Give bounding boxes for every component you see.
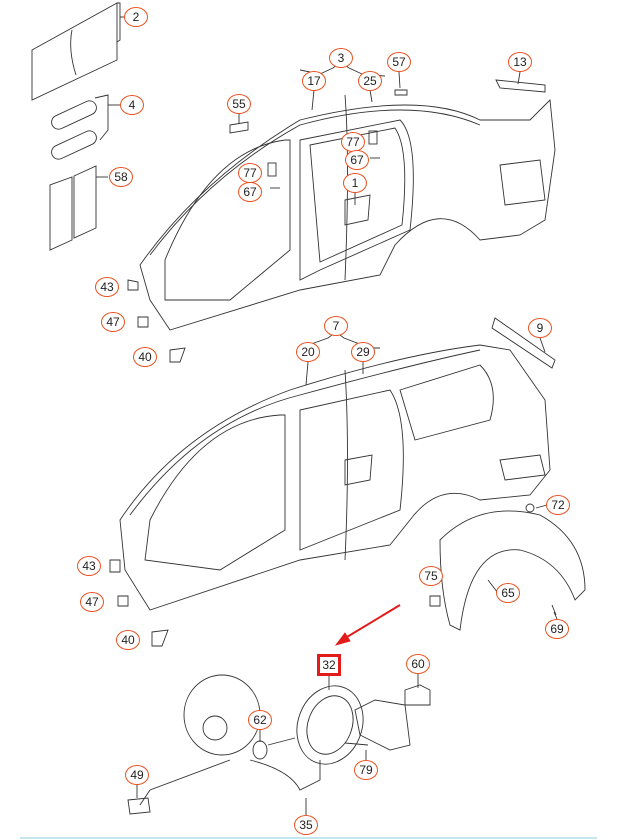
callout-17[interactable]: 17 [302, 71, 326, 91]
callout-32-highlighted[interactable]: 32 [317, 654, 341, 676]
callout-57[interactable]: 57 [387, 52, 411, 72]
highlight-arrow [334, 604, 401, 646]
bottom-divider [20, 837, 597, 839]
sealant-tubes-drawing [51, 94, 120, 160]
wheel-liner-drawing [429, 503, 586, 631]
callout-67[interactable]: 67 [238, 182, 262, 202]
callout-58[interactable]: 58 [109, 167, 133, 187]
callout-4[interactable]: 4 [120, 95, 144, 115]
callout-9[interactable]: 9 [528, 318, 552, 338]
callout-2[interactable]: 2 [124, 7, 148, 27]
fuel-filler-drawing [127, 674, 431, 815]
callout-55[interactable]: 55 [227, 94, 251, 114]
callout-13[interactable]: 13 [508, 52, 532, 72]
pads-drawing [49, 165, 108, 251]
callout-29[interactable]: 29 [351, 342, 375, 362]
callout-47[interactable]: 47 [101, 312, 125, 332]
callout-77[interactable]: 77 [341, 132, 365, 152]
callout-3[interactable]: 3 [329, 48, 353, 68]
callout-7[interactable]: 7 [324, 316, 348, 336]
callout-35[interactable]: 35 [294, 815, 318, 835]
callout-65[interactable]: 65 [496, 583, 520, 603]
callout-49[interactable]: 49 [125, 765, 149, 785]
wagon-side-panel-drawing [109, 317, 556, 647]
callout-20[interactable]: 20 [296, 342, 320, 362]
callout-43[interactable]: 43 [95, 277, 119, 297]
callout-40[interactable]: 40 [133, 347, 157, 367]
callout-79[interactable]: 79 [354, 760, 378, 780]
callout-60[interactable]: 60 [406, 654, 430, 674]
callout-62[interactable]: 62 [248, 710, 272, 730]
callout-47[interactable]: 47 [80, 592, 104, 612]
callout-25[interactable]: 25 [358, 71, 382, 91]
sheet-part-drawing [31, 2, 124, 101]
callout-1[interactable]: 1 [343, 173, 367, 193]
callout-67[interactable]: 67 [345, 150, 369, 170]
callout-72[interactable]: 72 [546, 495, 570, 515]
callout-77[interactable]: 77 [238, 163, 262, 183]
callout-75[interactable]: 75 [419, 566, 443, 586]
sedan-side-panel-drawing [127, 79, 556, 363]
callout-40[interactable]: 40 [116, 630, 140, 650]
callout-43[interactable]: 43 [77, 556, 101, 576]
callout-69[interactable]: 69 [545, 619, 569, 639]
